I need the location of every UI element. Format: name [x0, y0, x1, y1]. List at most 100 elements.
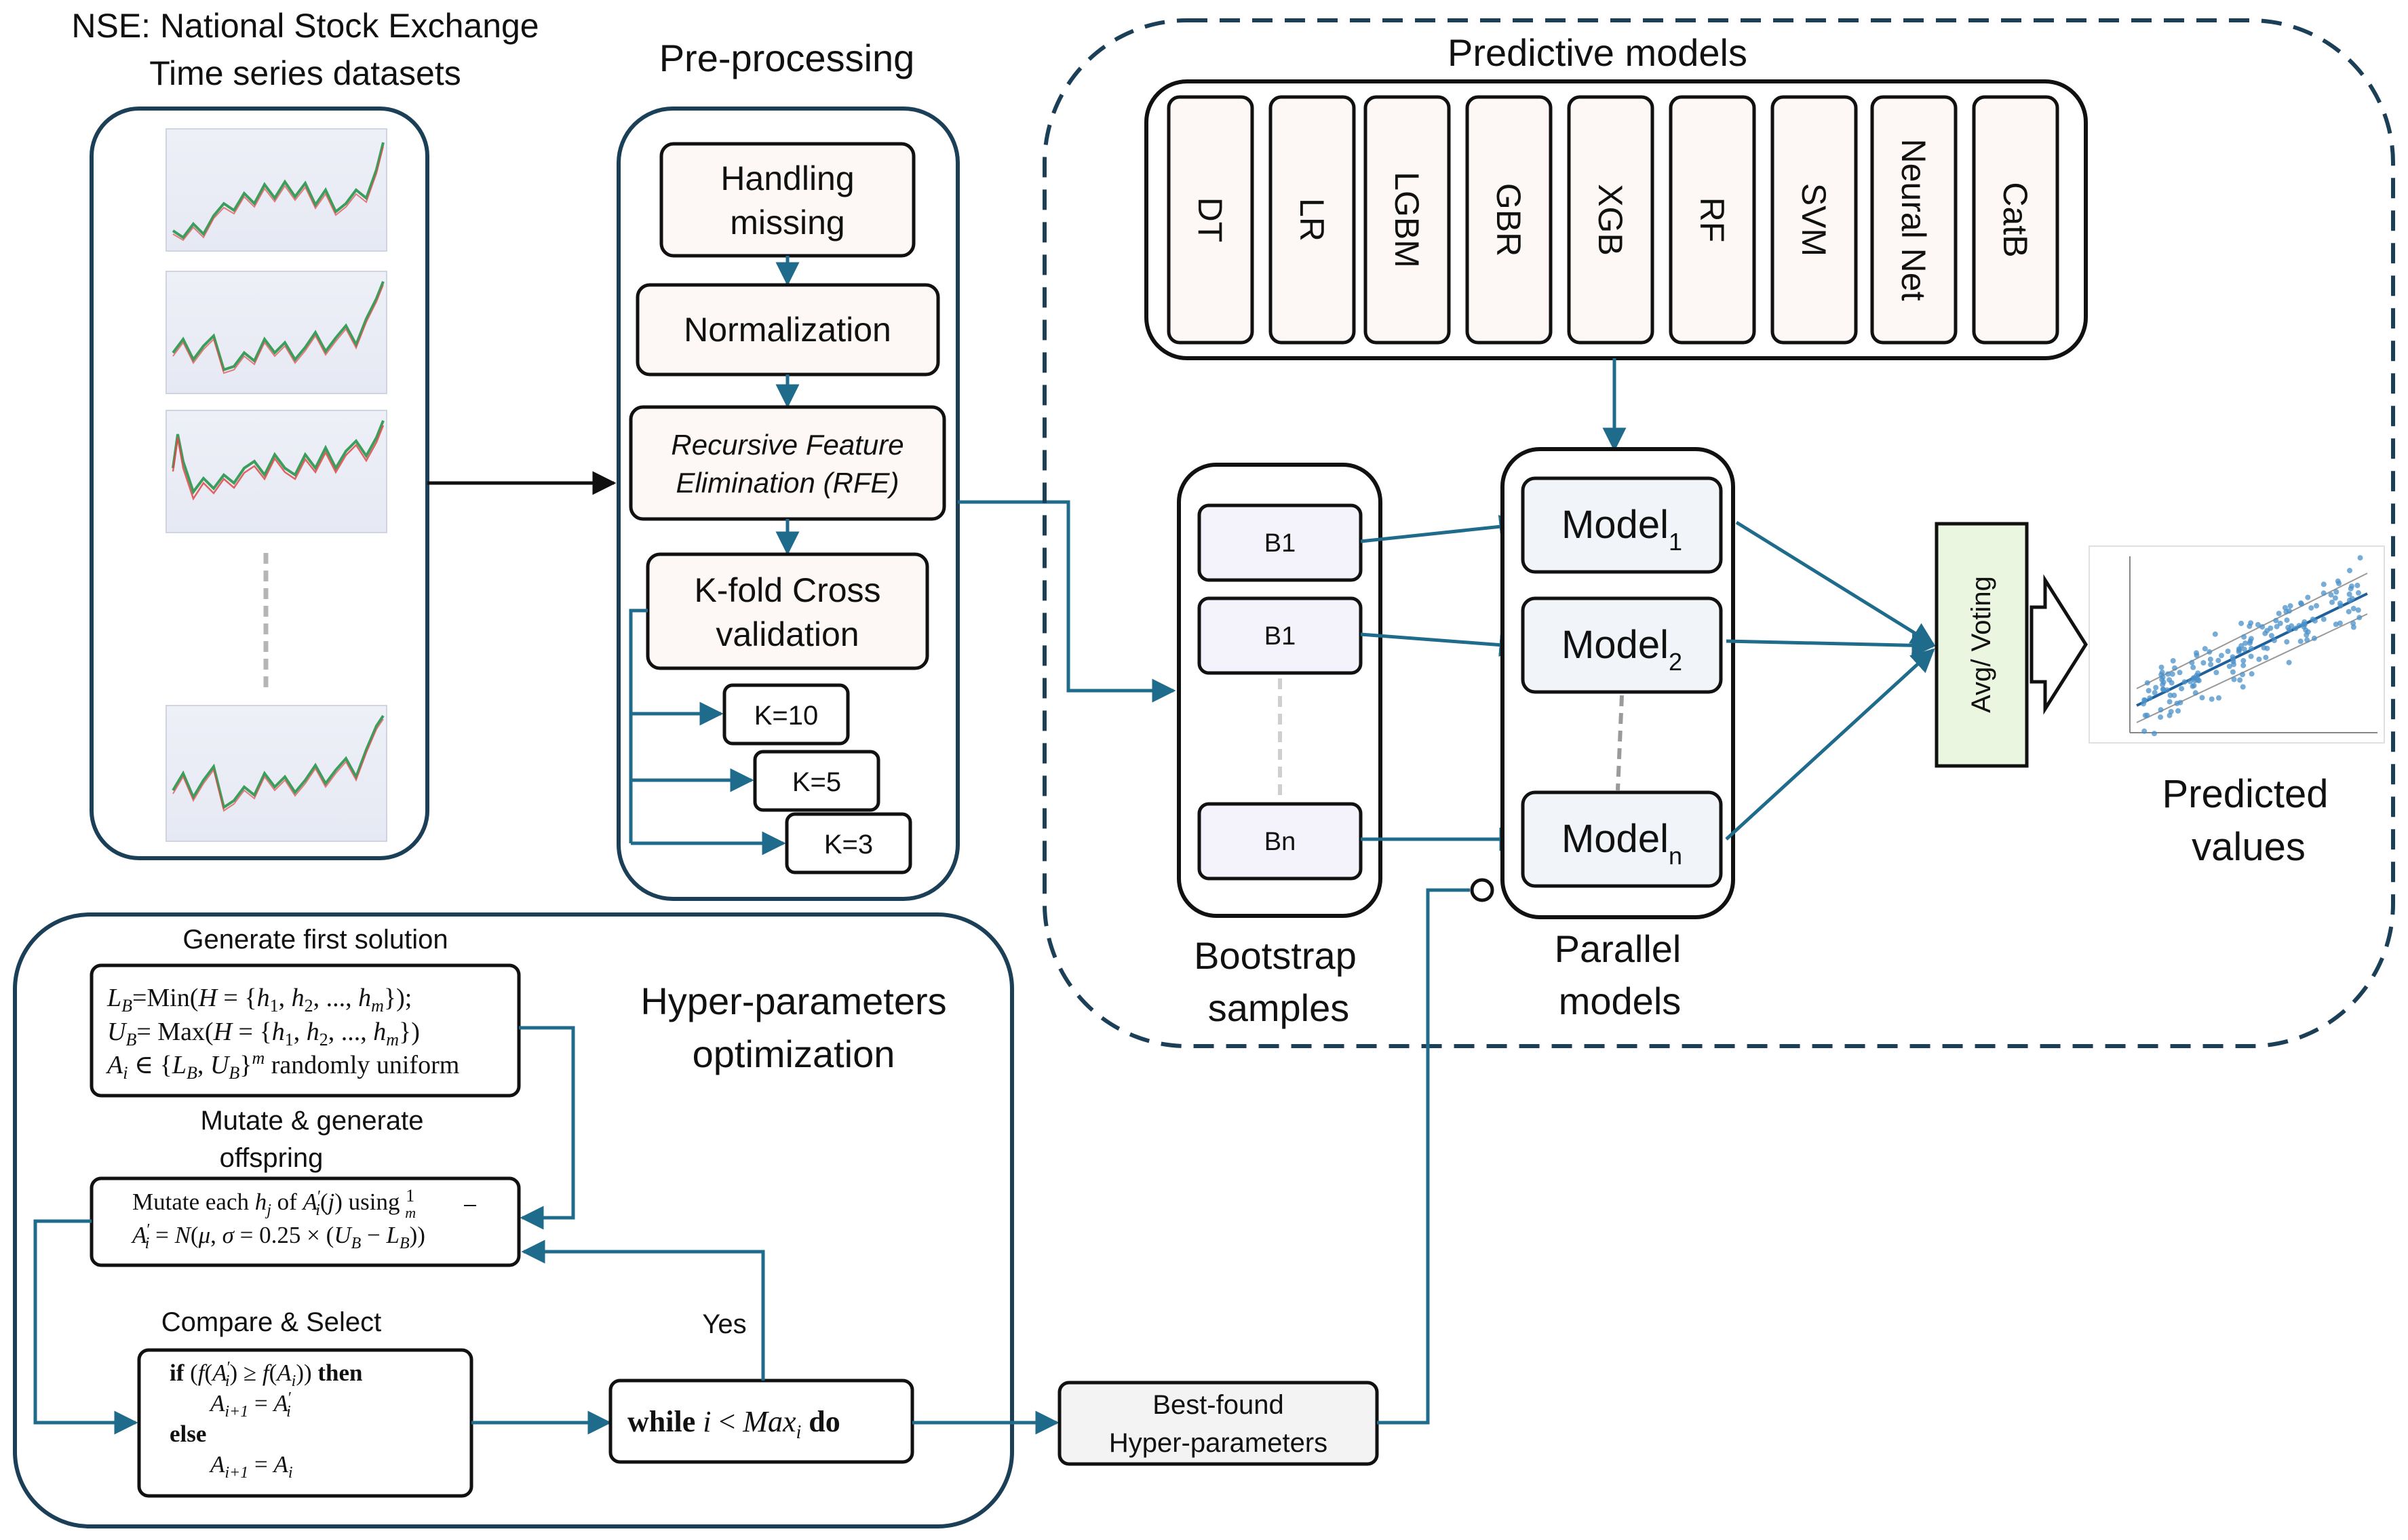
scatter-point	[2171, 693, 2177, 698]
scatter-point	[2153, 685, 2159, 691]
scatter-point	[2231, 676, 2237, 682]
voting-label: Avg/ Voting	[1966, 576, 1996, 713]
predicted-label-line1: Predicted	[2162, 772, 2328, 816]
scatter-point	[2190, 683, 2196, 689]
scatter-point	[2190, 675, 2196, 681]
scatter-point	[2187, 678, 2193, 685]
predicted-scatter-plot	[2089, 545, 2385, 744]
voting-box: Avg/ Voting	[1935, 522, 2029, 768]
scatter-point	[2160, 687, 2166, 692]
scatter-point	[2238, 620, 2245, 626]
scatter-point	[2355, 607, 2361, 613]
scatter-point	[2329, 599, 2335, 605]
kfold-box: K-fold Cross validation	[646, 552, 929, 670]
scatter-point	[2297, 638, 2304, 644]
normalization-box: Normalization	[636, 283, 940, 377]
scatter-point	[2354, 582, 2361, 588]
compare-select-box: if (f(A′i) ≥ f(Ai)) then Ai+1 = A′i else…	[137, 1348, 473, 1498]
model-tile-lgbm	[1363, 95, 1451, 345]
scatter-point	[2219, 653, 2224, 659]
scatter-point	[2152, 731, 2157, 737]
scatter-point	[2346, 609, 2352, 615]
stock-chart-thumbnail-4	[166, 705, 387, 842]
scatter-point	[2277, 620, 2283, 626]
svg-text:Modeln: Modeln	[1561, 817, 1682, 870]
scatter-point	[2209, 696, 2215, 702]
predictive-models-region	[1043, 18, 2395, 1048]
scatter-point	[2194, 677, 2200, 683]
scatter-point	[2240, 657, 2247, 663]
hyper-title-line2: optimization	[693, 1033, 895, 1075]
svg-text:Model1: Model1	[1561, 503, 1682, 556]
bootstrap-b2-box: B1	[1197, 596, 1363, 675]
generate-solution-label: Generate first solution	[182, 925, 448, 955]
model-tile-dt	[1167, 95, 1254, 345]
modeln-to-voting-arrow	[1725, 648, 1935, 841]
stock-chart-thumbnail-1	[166, 128, 387, 252]
scatter-point	[2144, 680, 2150, 686]
model-tiles: DT LR LGBM GBR XGB RF SVM Neural Net Cat…	[1167, 95, 2059, 345]
scatter-point	[2158, 714, 2164, 720]
scatter-point	[2336, 581, 2342, 586]
model-gbr: GBR	[1490, 183, 1528, 256]
scatter-point	[2284, 617, 2290, 623]
kfold-line2: validation	[716, 615, 859, 653]
scatter-point	[2287, 603, 2293, 609]
scatter-point	[2207, 656, 2213, 662]
scatter-point	[2284, 639, 2290, 645]
scatter-point	[2152, 690, 2158, 695]
mutate-label-line1: Mutate & generate	[200, 1106, 423, 1136]
scatter-point	[2141, 697, 2148, 703]
scatter-point	[2170, 658, 2176, 663]
rfe-line1: Recursive Feature	[671, 429, 904, 461]
model-tile-xgb	[1567, 95, 1654, 345]
scatter-point	[2264, 645, 2270, 651]
generate-to-mutate-arrow	[519, 1026, 575, 1230]
scatter-point	[2271, 638, 2277, 643]
formula-else: else	[170, 1421, 206, 1447]
preprocessing-title: Pre-processing	[659, 37, 915, 79]
k10-box: K=10	[722, 683, 850, 746]
formula-if-condition: if (f(A′i) ≥ f(Ai)) then	[170, 1359, 363, 1390]
scatter-point	[2241, 634, 2247, 640]
scatter-point	[2208, 661, 2214, 668]
handling-missing-line1: Handling	[720, 159, 854, 197]
model-tile-catb	[1972, 95, 2059, 345]
scatter-point	[2213, 670, 2219, 676]
scatter-point	[2350, 620, 2356, 626]
scatter-point	[2200, 660, 2207, 666]
formula-while-condition: while i < Maxi do	[627, 1405, 840, 1443]
bootstrap-label-line2: samples	[1208, 986, 1350, 1029]
scatter-point	[2287, 608, 2292, 614]
scatter-point	[2226, 663, 2232, 670]
model1-word: Model	[1561, 503, 1669, 547]
scatter-point	[2212, 631, 2218, 637]
scatter-point	[2333, 589, 2339, 595]
dataset-thumbnails	[166, 128, 387, 842]
formula-lower-bound: LB=Min(H = {h1, h2, ..., hm});	[106, 984, 412, 1016]
scatter-point	[2268, 633, 2274, 638]
compare-select-label: Compare & Select	[161, 1307, 382, 1337]
scatter-point	[2216, 695, 2221, 701]
scatter-point	[2311, 635, 2317, 641]
scatter-point	[2225, 649, 2231, 654]
mutate-to-compare-arrow	[33, 1219, 138, 1435]
bootstrap-b1-box: B1	[1197, 503, 1363, 582]
scatter-point	[2249, 671, 2255, 677]
connector-circle-icon	[1470, 878, 1494, 902]
scatter-point	[2175, 708, 2181, 714]
scatter-point	[2328, 592, 2334, 598]
scatter-point	[2255, 621, 2261, 628]
scatter-point	[2273, 617, 2279, 623]
scatter-point	[2144, 712, 2150, 718]
scatter-point	[2181, 679, 2188, 685]
scatter-point	[2247, 623, 2253, 630]
b2-to-model2-arrow	[1360, 632, 1523, 657]
kfold-branch-lines	[629, 609, 786, 855]
model-neural-net: Neural Net	[1895, 139, 1933, 301]
modeln-word: Model	[1561, 817, 1669, 861]
scatter-point	[2332, 595, 2338, 601]
scatter-point	[2240, 684, 2246, 690]
